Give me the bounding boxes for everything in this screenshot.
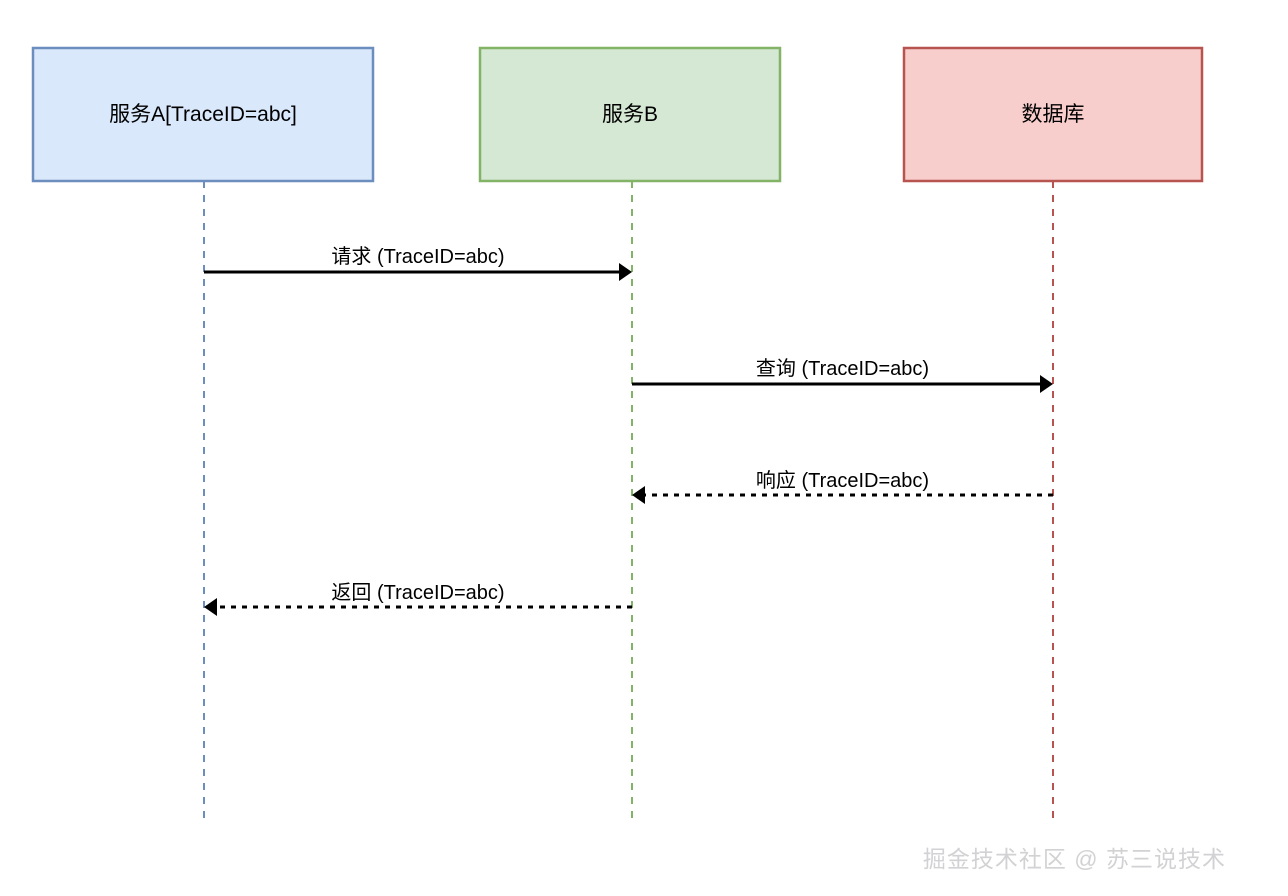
- message-label-msg-request: 请求 (TraceID=abc): [331, 245, 504, 268]
- participant-boxes-group: 服务A[TraceID=abc] 服务B 数据库: [31, 46, 1204, 183]
- message-msg-query[interactable]: 查询 (TraceID=abc): [632, 357, 1053, 393]
- message-label-msg-response: 响应 (TraceID=abc): [756, 469, 929, 492]
- participant-service-a[interactable]: 服务A[TraceID=abc]: [31, 46, 375, 183]
- participant-box-service-a[interactable]: [31, 46, 375, 183]
- participant-service-b[interactable]: 服务B: [478, 46, 782, 183]
- watermark: 掘金技术社区 @ 苏三说技术: [922, 846, 1226, 872]
- message-msg-response[interactable]: 响应 (TraceID=abc): [632, 469, 1053, 504]
- participant-label-database: 数据库: [1022, 103, 1085, 126]
- arrowhead-msg-query: [1040, 375, 1053, 393]
- message-label-msg-query: 查询 (TraceID=abc): [756, 357, 929, 380]
- participant-box-database[interactable]: [902, 46, 1204, 183]
- arrowhead-msg-return: [204, 598, 217, 616]
- participant-database[interactable]: 数据库: [902, 46, 1204, 183]
- lifelines-group: [203, 181, 1054, 818]
- message-msg-return[interactable]: 返回 (TraceID=abc): [204, 581, 632, 616]
- arrowhead-msg-request: [619, 263, 632, 281]
- arrowhead-msg-response: [632, 486, 645, 504]
- participant-label-service-b: 服务B: [602, 103, 658, 126]
- participant-label-service-a: 服务A[TraceID=abc]: [109, 103, 297, 126]
- participant-box-service-b[interactable]: [478, 46, 782, 183]
- message-label-msg-return: 返回 (TraceID=abc): [331, 581, 504, 604]
- messages-group: 请求 (TraceID=abc) 查询 (TraceID=abc) 响应 (Trac…: [204, 245, 1053, 616]
- message-msg-request[interactable]: 请求 (TraceID=abc): [204, 245, 632, 281]
